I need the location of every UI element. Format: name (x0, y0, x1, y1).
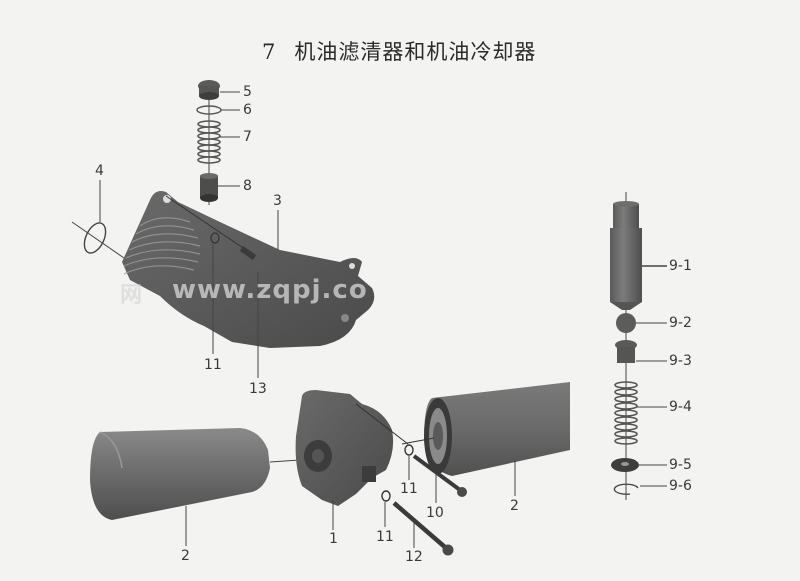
callout-9-6: 9-6 (669, 478, 692, 494)
callout-5: 5 (243, 84, 252, 100)
part-2-filter-cartridge-right (401, 382, 570, 496)
part-3-oil-cooler (122, 191, 375, 378)
part-9-1-valve-body (610, 201, 642, 310)
section-number: 7 (262, 40, 277, 64)
part-1-filter-housing (295, 390, 409, 530)
relief-valve-stack (196, 80, 240, 205)
callout-9-3: 9-3 (669, 353, 692, 369)
callout-4: 4 (95, 163, 104, 179)
part-10-bolt-short (412, 454, 467, 503)
part-9-4-spring (614, 381, 638, 445)
part-12-bolt-long (392, 501, 454, 556)
part-9-2-ball (616, 313, 636, 333)
section-title: 机油滤清器和机油冷却器 (294, 40, 537, 64)
callout-11-cooler: 11 (204, 357, 222, 373)
callout-3: 3 (273, 193, 282, 209)
part-11-o-ring-upper (404, 444, 414, 480)
callout-10: 10 (426, 505, 444, 521)
part-9-valve-assembly (610, 192, 667, 500)
callout-2-left: 2 (181, 548, 190, 564)
callout-13: 13 (249, 381, 267, 397)
callout-7: 7 (243, 129, 252, 145)
part-11-o-ring-lower (381, 490, 391, 527)
part-4-o-ring (71, 180, 125, 259)
callout-11-lower: 11 (376, 529, 394, 545)
part-7-spring (197, 120, 221, 164)
part-5-plug-cap (198, 80, 220, 100)
part-8-plunger (200, 173, 218, 202)
callout-1: 1 (329, 531, 338, 547)
callout-12: 12 (405, 549, 423, 565)
part-2-filter-cartridge-left (90, 428, 301, 546)
callout-6: 6 (243, 102, 252, 118)
callout-8: 8 (243, 178, 252, 194)
callout-9-1: 9-1 (669, 258, 692, 274)
callout-9-5: 9-5 (669, 457, 692, 473)
diagram-title: 7 机油滤清器和机油冷却器 (262, 36, 536, 66)
watermark-prefix: 网 (120, 283, 143, 308)
callout-11-upper: 11 (400, 481, 418, 497)
callout-9-4: 9-4 (669, 399, 692, 415)
callout-2-right: 2 (510, 498, 519, 514)
part-9-6-retaining-ring (613, 483, 639, 495)
callout-9-2: 9-2 (669, 315, 692, 331)
watermark-text: www.zqpj.co (172, 275, 368, 305)
part-9-3-seat (615, 340, 637, 363)
